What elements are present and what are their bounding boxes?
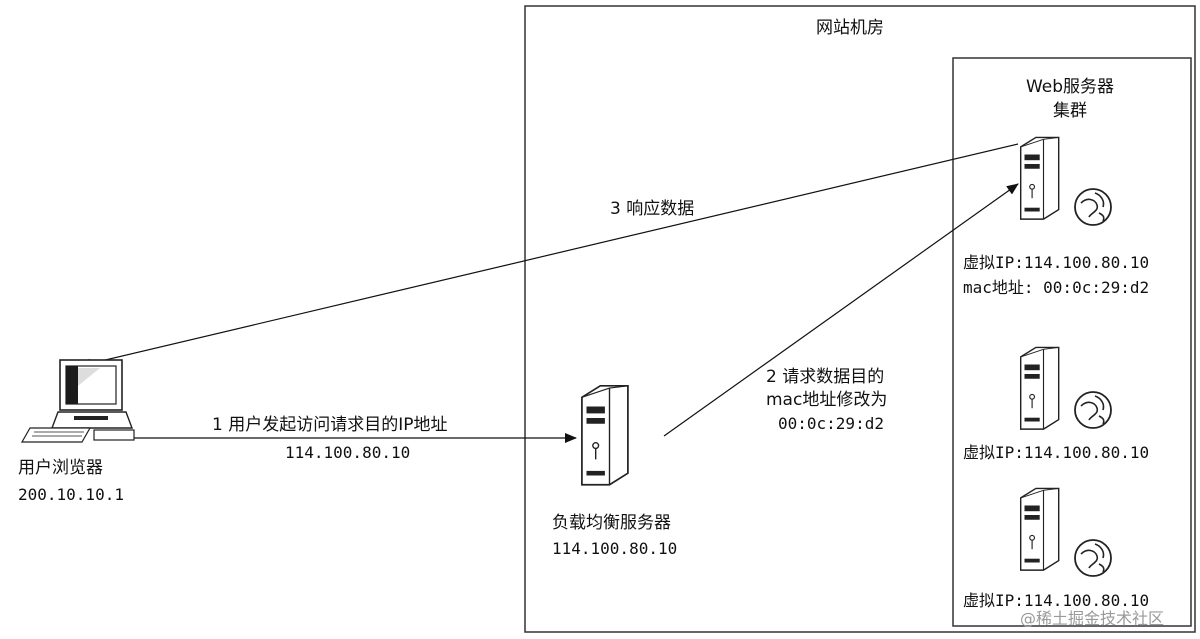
server1-mac: mac地址: 00:0c:29:d2 xyxy=(963,278,1150,297)
step3-arrow xyxy=(79,143,1019,369)
step2-label-line1: 2 请求数据目的 xyxy=(766,367,885,387)
client-ip: 200.10.10.1 xyxy=(18,485,124,504)
server1-vip: 虚拟IP:114.100.80.10 xyxy=(963,253,1150,272)
datacenter-frame xyxy=(524,5,1196,633)
cluster-frame xyxy=(952,57,1192,627)
server2-vip: 虚拟IP:114.100.80.10 xyxy=(963,443,1150,462)
server3-vip: 虚拟IP:114.100.80.10 xyxy=(963,591,1150,610)
step2-label-line3: 00:0c:29:d2 xyxy=(778,414,884,433)
watermark: @稀土掘金技术社区 xyxy=(1020,609,1165,628)
web-server-2-icon xyxy=(1019,346,1112,430)
cluster-title-line1: Web服务器 xyxy=(1025,77,1115,97)
cluster-title-line2: 集群 xyxy=(1053,101,1087,121)
computer-icon xyxy=(20,359,135,443)
client-label: 用户浏览器 xyxy=(18,458,103,478)
load-balancer-label: 负载均衡服务器 xyxy=(552,513,671,533)
web-server-3-icon xyxy=(1019,487,1112,577)
datacenter-title: 网站机房 xyxy=(816,18,884,38)
load-balancer-server-icon xyxy=(581,384,629,486)
step1-label-line2: 114.100.80.10 xyxy=(285,443,411,462)
step2-label-line2: mac地址修改为 xyxy=(766,390,888,410)
step2-arrow xyxy=(663,183,1019,437)
web-server-1-icon xyxy=(1019,136,1112,226)
step1-label-line1: 1 用户发起访问请求目的IP地址 xyxy=(212,415,448,435)
load-balancer-ip: 114.100.80.10 xyxy=(552,539,678,558)
step3-label: 3 响应数据 xyxy=(610,199,695,219)
